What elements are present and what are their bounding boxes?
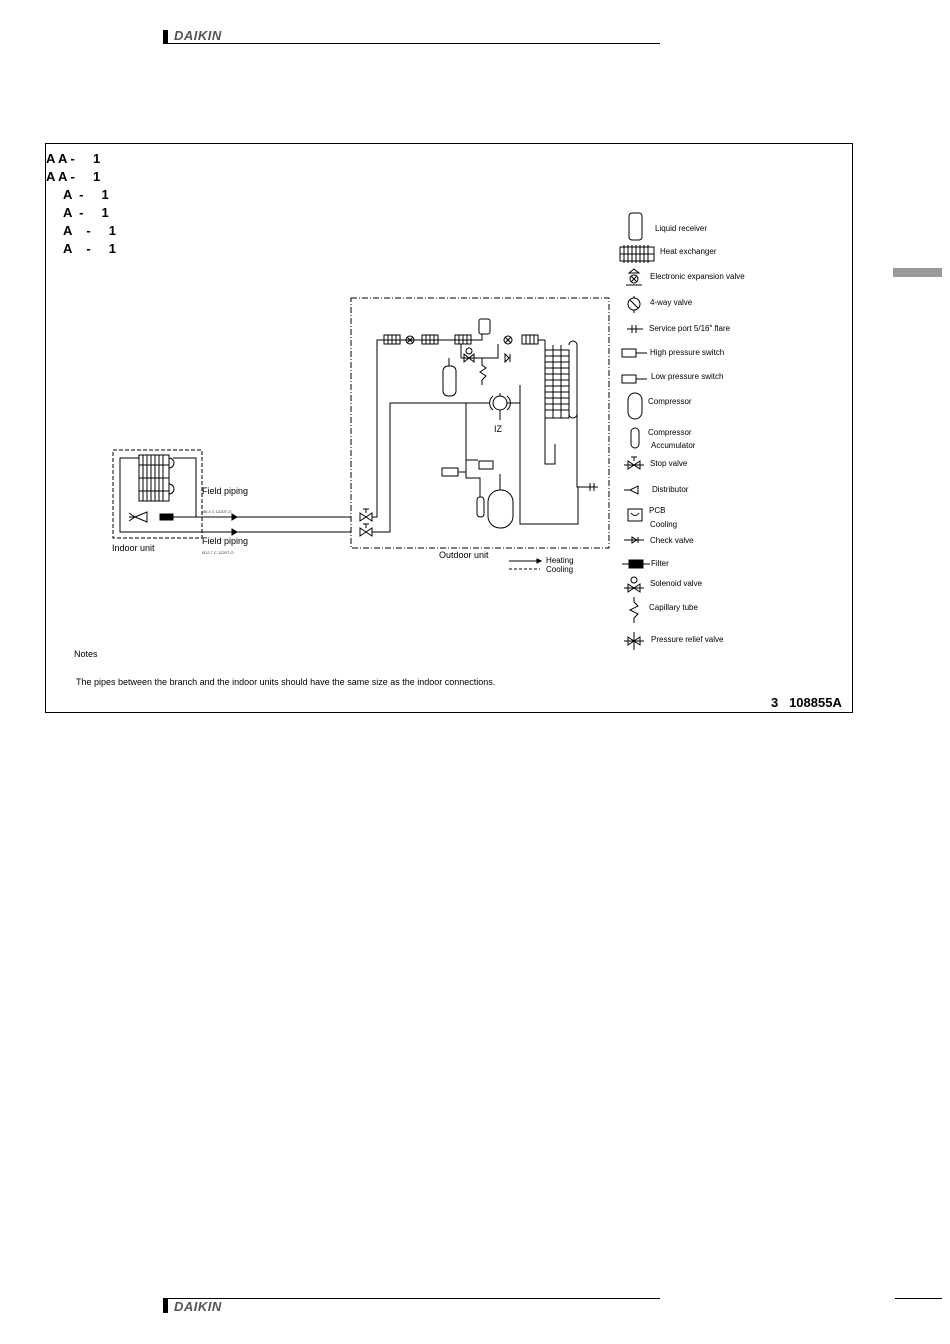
indoor-unit-label: Indoor unit — [112, 543, 155, 553]
legend-solenoid-valve: Solenoid valve — [650, 579, 703, 588]
pcb-icon — [627, 508, 643, 522]
pressure-relief-valve-icon — [624, 632, 644, 650]
field-piping-label-1: Field piping — [202, 486, 249, 496]
filter-icon — [622, 559, 650, 569]
model-line-6: A - 1 — [63, 241, 116, 256]
legend-accumulator: Accumulator — [651, 441, 696, 450]
legend-heat-exchanger: Heat exchanger — [660, 247, 717, 256]
model-line-2: A A - 1 — [46, 169, 101, 184]
eev-1 — [405, 335, 415, 345]
legend-service-port: Service port 5/16" flare — [649, 324, 731, 333]
notes-text: The pipes between the branch and the ind… — [76, 677, 496, 687]
indoor-heat-exchanger — [138, 454, 175, 502]
side-tab — [893, 268, 942, 277]
indoor-unit-box — [112, 449, 203, 539]
legend-stop-valve: Stop valve — [650, 459, 688, 468]
iz-label: IZ — [494, 424, 502, 434]
distributor-icon — [624, 485, 639, 495]
legend-pcb: PCB — [649, 506, 666, 515]
indoor-filter — [159, 513, 174, 521]
header-rule — [163, 43, 660, 44]
heating-label: Heating — [546, 556, 574, 565]
legend-high-pressure-switch: High pressure switch — [650, 348, 725, 357]
pipe-spec-1: Ø6.4 C 1220T-O — [202, 509, 232, 514]
compressor-icon — [627, 392, 643, 420]
stop-valves — [359, 508, 373, 537]
header-logo: DAIKIN — [174, 28, 222, 43]
expansion-valve-icon — [626, 268, 642, 286]
heat-exchanger-icon — [619, 245, 655, 263]
legend-capillary-tube: Capillary tube — [649, 603, 698, 612]
solenoid-valve-icon — [624, 576, 644, 593]
compressor — [487, 489, 514, 529]
high-pressure-switch — [478, 460, 494, 470]
accumulator — [442, 365, 457, 397]
model-line-5: A - 1 — [63, 223, 116, 238]
legend-liquid-receiver: Liquid receiver — [655, 224, 708, 233]
capillary-tube-icon — [628, 597, 639, 623]
low-pressure-switch-icon — [621, 374, 637, 384]
model-line-1: A A - 1 — [46, 151, 101, 166]
legend-distributor: Distributor — [652, 485, 689, 494]
outdoor-unit-box — [350, 297, 610, 549]
diagram-frame — [45, 143, 853, 713]
low-pressure-switch — [441, 467, 459, 477]
pipe-spec-2: Ø12.7 C 1220T-O — [202, 550, 234, 555]
document-number: 3 108855A — [771, 695, 842, 710]
legend-filter: Filter — [651, 559, 669, 568]
footer-rule-right — [895, 1298, 942, 1299]
legend-pressure-relief-valve: Pressure relief valve — [651, 635, 724, 644]
model-line-4: A - 1 — [63, 205, 109, 220]
legend-compressor: Compressor — [648, 397, 692, 406]
four-way-valve-icon — [627, 296, 641, 313]
field-piping-label-2: Field piping — [202, 536, 249, 546]
legend-expansion-valve: Electronic expansion valve — [650, 272, 745, 281]
footer-logo: DAIKIN — [174, 1299, 222, 1314]
service-port-icon — [627, 325, 643, 333]
footer-rule — [163, 1298, 660, 1299]
stop-valve-icon — [624, 456, 644, 470]
eev-2 — [503, 335, 513, 345]
header-logo-bar — [163, 30, 168, 44]
cooling-label: Cooling — [546, 565, 574, 574]
legend-low-pressure-switch: Low pressure switch — [651, 372, 724, 381]
legend-check-valve: Check valve — [650, 536, 694, 545]
liquid-receiver — [478, 318, 491, 335]
high-pressure-switch-icon — [621, 348, 637, 358]
footer-logo-bar — [163, 1299, 168, 1313]
liquid-receiver-icon — [628, 212, 643, 241]
legend-compressor-2: Compressor — [648, 428, 692, 437]
accumulator-icon — [630, 427, 640, 449]
legend-cooling: Cooling — [650, 520, 678, 529]
notes-title: Notes — [74, 649, 98, 659]
outdoor-heat-exchanger — [544, 340, 578, 419]
check-valve-icon — [624, 536, 644, 544]
indoor-distributor — [133, 511, 148, 523]
model-line-3: A - 1 — [63, 187, 109, 202]
outdoor-unit-label: Outdoor unit — [439, 550, 489, 560]
legend-four-way-valve: 4-way valve — [650, 298, 693, 307]
